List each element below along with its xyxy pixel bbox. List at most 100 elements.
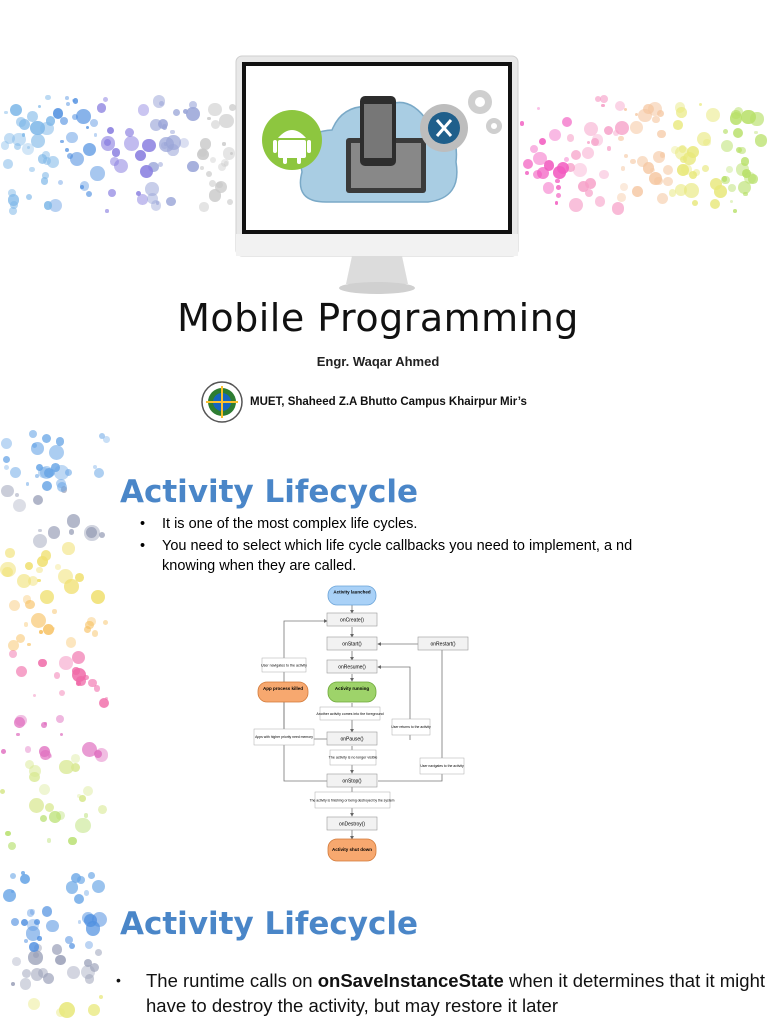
bubble: [70, 872, 81, 884]
bubble: [48, 444, 65, 461]
bubble: [163, 142, 167, 146]
bubble: [20, 871, 25, 876]
bubble: [55, 714, 65, 723]
bubble: [29, 764, 41, 777]
bubble: [26, 482, 30, 486]
bubble: [91, 630, 98, 637]
bubble: [43, 467, 55, 479]
bubble: [656, 192, 668, 204]
bubble: [64, 935, 74, 944]
bubble: [222, 142, 226, 146]
bubble: [19, 873, 30, 884]
bubble: [4, 110, 8, 115]
bubble: [676, 106, 687, 118]
bubble: [89, 962, 100, 973]
bubble: [71, 754, 80, 763]
bubble: [142, 138, 156, 152]
title-slide: Mobile Programming Engr. Waqar Ahmed MUE…: [0, 0, 768, 430]
bubble: [568, 197, 583, 212]
bubble: [657, 130, 666, 139]
bubble: [83, 813, 89, 818]
bubble: [183, 108, 189, 114]
bubble: [689, 171, 698, 180]
bubble: [637, 155, 649, 167]
bubble: [662, 176, 673, 187]
bubble: [15, 117, 26, 128]
bubble: [77, 876, 85, 884]
bubble: [56, 482, 67, 493]
bubble: [727, 184, 736, 193]
bubble: [37, 578, 42, 583]
bubble: [12, 957, 22, 967]
bubble: [29, 909, 35, 915]
diagram-node-onpause: onPause(): [340, 737, 363, 743]
bubble: [207, 117, 211, 121]
bubble: [19, 978, 32, 991]
bullet-list: It is one of the most complex life cycle…: [140, 514, 660, 578]
bubble: [25, 193, 32, 201]
bubble: [42, 150, 51, 159]
bubble: [90, 166, 105, 181]
bubble: [59, 656, 73, 670]
bubble: [51, 944, 63, 955]
bubble: [42, 172, 49, 179]
bubble: [548, 128, 561, 141]
bubble: [107, 126, 115, 134]
bubble: [222, 147, 236, 160]
bubble: [721, 140, 734, 153]
bubble: [218, 163, 227, 172]
bubble: [62, 542, 75, 555]
bubble: [34, 473, 40, 479]
bubble: [44, 802, 55, 813]
bubble: [111, 148, 121, 157]
bubble: [22, 969, 32, 979]
bubble: [210, 157, 217, 164]
bubble: [31, 134, 46, 149]
bubble: [721, 175, 730, 185]
bubble: [29, 771, 40, 782]
bubble: [586, 141, 590, 145]
bubble: [147, 193, 159, 204]
bubble: [87, 1003, 100, 1016]
bubble: [150, 200, 162, 211]
bubble: [21, 142, 35, 156]
bubble: [38, 745, 51, 758]
bubble: [94, 467, 105, 478]
bubble: [85, 921, 101, 936]
bubble: [58, 759, 74, 775]
bubble: [39, 629, 43, 634]
bubble: [205, 170, 213, 178]
bubble: [83, 674, 89, 680]
bubble: [29, 166, 35, 172]
bubble: [9, 206, 18, 215]
bubble: [3, 132, 16, 145]
diagram-node-onstart: onStart(): [342, 642, 362, 648]
bubble: [2, 888, 17, 903]
bubble: [629, 158, 636, 165]
university-logo: [201, 381, 243, 423]
bubble: [8, 599, 20, 611]
bubble: [72, 98, 79, 104]
bubble: [594, 195, 606, 207]
bubble: [228, 103, 236, 111]
bubble: [227, 198, 234, 205]
bubble: [81, 741, 97, 757]
bubble: [729, 199, 733, 203]
bubble: [73, 893, 85, 905]
bubble: [670, 145, 680, 155]
bubble: [25, 599, 35, 610]
bubble: [55, 564, 61, 570]
bubble: [16, 733, 20, 737]
bubble: [166, 196, 176, 206]
bubble: [632, 185, 644, 197]
bubble: [199, 138, 212, 150]
bubble: [582, 146, 594, 159]
bubble: [601, 103, 605, 107]
bubble: [186, 107, 201, 122]
bubble: [135, 191, 141, 197]
bubble: [49, 469, 56, 476]
bubble: [606, 146, 612, 151]
bubble: [9, 873, 17, 880]
bubble: [85, 526, 98, 539]
bubble: [97, 804, 107, 814]
